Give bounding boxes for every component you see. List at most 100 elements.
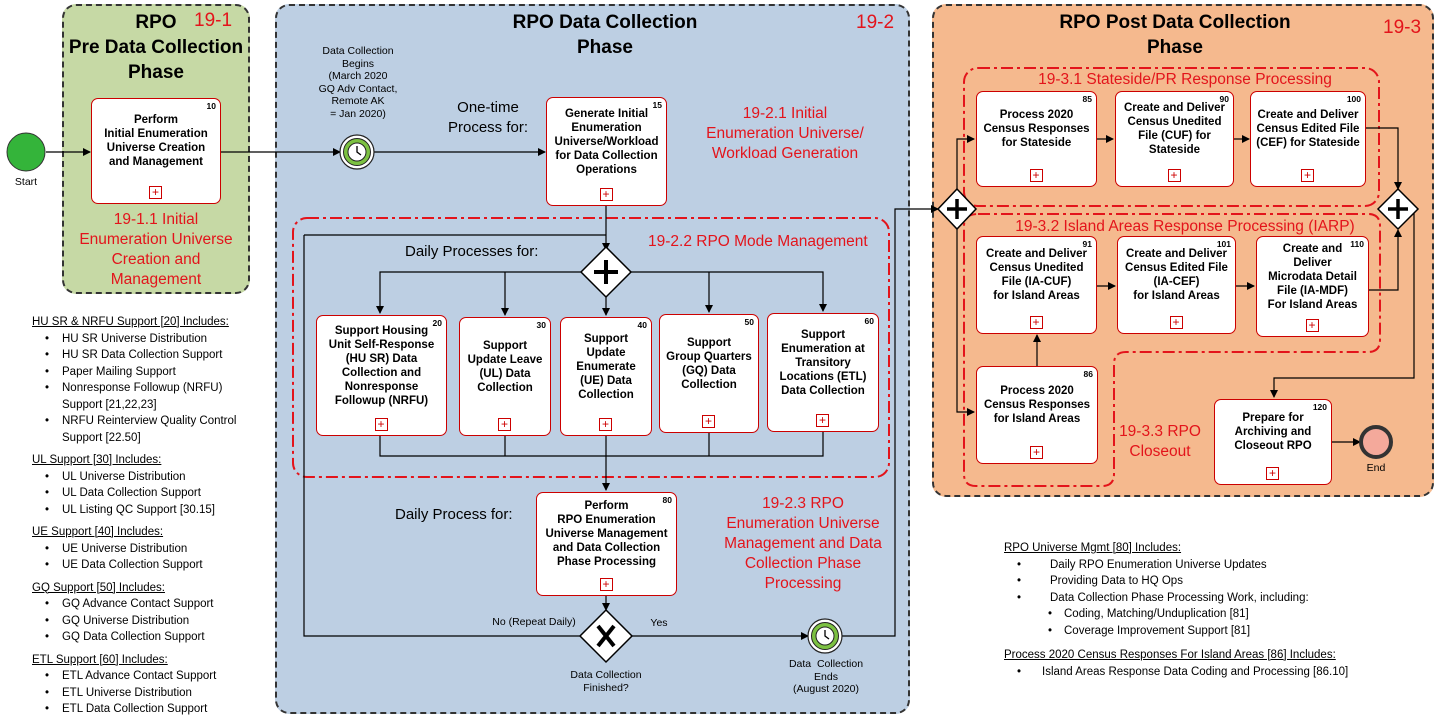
task-number: 20: [432, 318, 442, 328]
task-number: 80: [662, 495, 672, 505]
list-item: Nonresponse Followup (NRFU) Support [21,…: [32, 380, 272, 413]
list-item: UL Universe Distribution: [32, 469, 272, 486]
task-number: 110: [1350, 239, 1364, 249]
right-notes: RPO Universe Mgmt [80] Includes: Daily R…: [1004, 540, 1404, 680]
task-label: Perform RPO Enumeration Universe Managem…: [545, 500, 668, 568]
task-number: 60: [864, 316, 874, 326]
list-item: Providing Data to HQ Ops: [1004, 573, 1404, 590]
task-box-80[interactable]: 80 Perform RPO Enumeration Universe Mana…: [536, 492, 677, 596]
list-item: UE Data Collection Support: [32, 557, 272, 574]
start-label: Start: [14, 176, 38, 188]
support-group: HU SR & NRFU Support [20] Includes: HU S…: [32, 314, 272, 446]
subprocess-plus-icon[interactable]: +: [1167, 169, 1181, 182]
parallel-gateway-icon: [579, 245, 633, 299]
task-label: Support Enumeration at Transitory Locati…: [779, 328, 867, 397]
subprocess-plus-icon[interactable]: +: [1305, 319, 1319, 332]
support-group: GQ Support [50] Includes: GQ Advance Con…: [32, 580, 272, 646]
daily-process-label: Daily Process for:: [395, 506, 513, 523]
task-box-20[interactable]: 20 Support Housing Unit Self-Response (H…: [316, 315, 447, 436]
stateside-group: [963, 67, 1380, 207]
task-label: Support Update Leave (UL) Data Collectio…: [467, 339, 543, 394]
subprocess-plus-icon[interactable]: +: [1301, 169, 1314, 182]
task-label: Process 2020 Census Responses for States…: [983, 109, 1090, 149]
timer-event-icon: [339, 134, 375, 170]
task-number: 30: [536, 320, 546, 330]
exclusive-gateway-icon: [578, 608, 634, 664]
task-box-30[interactable]: 30 Support Update Leave (UL) Data Collec…: [459, 317, 551, 436]
subprocess-plus-icon[interactable]: +: [498, 418, 511, 431]
task-number: 40: [637, 320, 647, 330]
end-event-icon: [1359, 425, 1393, 459]
task-box-60[interactable]: 60 Support Enumeration at Transitory Loc…: [767, 313, 879, 432]
subprocess-plus-icon[interactable]: +: [1169, 316, 1183, 329]
task-label: Generate Initial Enumeration Universe/Wo…: [554, 107, 659, 176]
task-label: Create and Deliver Census Edited File (C…: [1256, 109, 1360, 149]
task-label: Prepare for Archiving and Closeout RPO: [1234, 412, 1312, 452]
task-box-85[interactable]: 85 Process 2020 Census Responses for Sta…: [976, 91, 1097, 187]
list-item: NRFU Reinterview Quality Control Support…: [32, 413, 272, 446]
list-item: UE Universe Distribution: [32, 541, 272, 558]
list-item: Island Areas Response Data Coding and Pr…: [1004, 664, 1404, 681]
collection-ends-label: Data Collection Ends (August 2020): [788, 658, 864, 695]
list-item: UL Listing QC Support [30.15]: [32, 502, 272, 519]
timer-event-icon: [807, 618, 843, 654]
subprocess-plus-icon[interactable]: +: [599, 188, 613, 201]
task-label: Create and Deliver Census Unedited File …: [1124, 102, 1225, 156]
subprocess-plus-icon[interactable]: +: [599, 418, 612, 431]
task-box-101[interactable]: 101 Create and Deliver Census Edited Fil…: [1117, 236, 1236, 334]
task-label: Process 2020 Census Responses for Island…: [983, 385, 1091, 425]
task-box-120[interactable]: 120 Prepare for Archiving and Closeout R…: [1214, 399, 1332, 485]
subprocess-plus-icon[interactable]: +: [1029, 169, 1043, 182]
subprocess-19-3-2-label: 19-3.2 Island Areas Response Processing …: [1015, 218, 1355, 235]
subprocess-plus-icon[interactable]: +: [1029, 316, 1043, 329]
list-heading: Process 2020 Census Responses For Island…: [1004, 649, 1336, 661]
list-heading: UE Support [40] Includes:: [32, 526, 164, 538]
subprocess-plus-icon[interactable]: +: [816, 414, 829, 427]
task-label: Create and Deliver Census Edited File (I…: [1125, 248, 1228, 302]
island-areas-group: [963, 213, 1381, 487]
subprocess-19-2-1-label: 19-2.1 Initial Enumeration Universe/ Wor…: [706, 105, 864, 162]
finished-question-label: Data Collection Finished?: [570, 669, 642, 694]
post-phase-number: 19-3: [1383, 17, 1422, 38]
list-item: ETL Data Collection Support: [32, 701, 272, 718]
task-box-50[interactable]: 50 Support Group Quarters (GQ) Data Coll…: [659, 314, 759, 433]
pre-phase-title: RPO Pre Data Collection Phase: [68, 12, 244, 83]
task-box-90[interactable]: 90 Create and Deliver Census Unedited Fi…: [1115, 91, 1234, 187]
task-number: 15: [652, 100, 662, 110]
task-box-100[interactable]: 100 Create and Deliver Census Edited Fil…: [1250, 91, 1366, 187]
post-phase-title: RPO Post Data Collection Phase: [1059, 12, 1291, 58]
task-box-91[interactable]: 91 Create and Deliver Census Unedited Fi…: [976, 236, 1097, 334]
subprocess-plus-icon[interactable]: +: [1030, 446, 1043, 459]
pre-phase-subprocess-label: 19-1.1 Initial Enumeration Universe Crea…: [79, 211, 233, 288]
subprocess-19-3-3-label: 19-3.3 RPO Closeout: [1119, 423, 1201, 460]
task-number: 101: [1216, 239, 1231, 249]
task-number: 10: [206, 101, 216, 111]
pre-phase-number: 19-1: [194, 10, 233, 31]
subprocess-19-2-3-label: 19-2.3 RPO Enumeration Universe Manageme…: [724, 495, 882, 592]
task-number: 120: [1312, 402, 1327, 412]
task-label: Create and Deliver Microdata Detail File…: [1267, 242, 1358, 311]
subprocess-plus-icon[interactable]: +: [1266, 467, 1279, 480]
list-item: HU SR Universe Distribution: [32, 331, 272, 348]
support-group: ETL Support [60] Includes: ETL Advance C…: [32, 652, 272, 718]
task-box-110[interactable]: 110 Create and Deliver Microdata Detail …: [1256, 236, 1369, 337]
task-box-40[interactable]: 40 Support Update Enumerate (UE) Data Co…: [560, 317, 652, 436]
task-box-15[interactable]: 15 Generate Initial Enumeration Universe…: [546, 97, 667, 206]
subprocess-plus-icon[interactable]: +: [599, 578, 613, 591]
subprocess-plus-icon[interactable]: +: [149, 186, 162, 199]
list-item: UL Data Collection Support: [32, 485, 272, 502]
task-box-86[interactable]: 86 Process 2020 Census Responses for Isl…: [976, 366, 1098, 464]
subprocess-plus-icon[interactable]: +: [374, 418, 388, 431]
list-item: ETL Universe Distribution: [32, 685, 272, 702]
left-support-notes: HU SR & NRFU Support [20] Includes: HU S…: [32, 314, 272, 718]
list-item: GQ Advance Contact Support: [32, 596, 272, 613]
list-item: ETL Advance Contact Support: [32, 668, 272, 685]
task-number: 86: [1083, 369, 1093, 379]
task-box-10[interactable]: 10 Perform Initial Enumeration Universe …: [91, 98, 221, 204]
list-heading: HU SR & NRFU Support [20] Includes:: [32, 316, 229, 328]
end-label: End: [1366, 462, 1386, 474]
list-item: Daily RPO Enumeration Universe Updates: [1004, 557, 1404, 574]
yes-label: Yes: [650, 617, 668, 629]
list-item: GQ Universe Distribution: [32, 613, 272, 630]
subprocess-plus-icon[interactable]: +: [702, 415, 715, 428]
